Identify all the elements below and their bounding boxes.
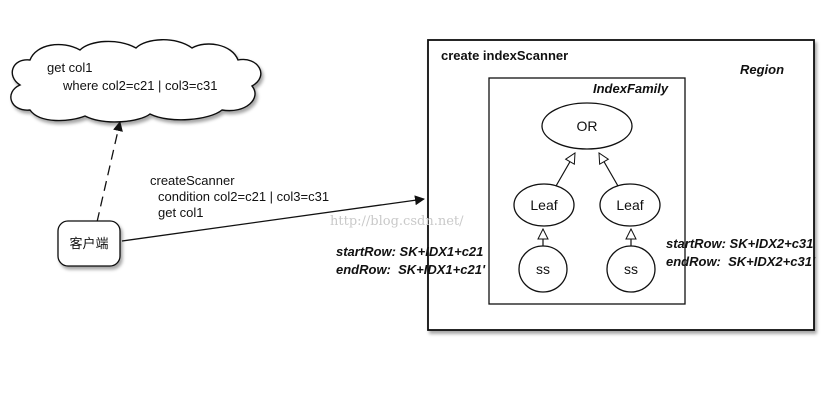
arrow-to-region [121, 195, 425, 242]
query-cloud: get col1 where col2=c21 | col3=c31 [10, 39, 262, 123]
edge-leaf-left-to-or [555, 153, 575, 187]
scanner-line-1: createScanner [150, 173, 235, 188]
right-range-labels: startRow: SK+IDX2+c31 endRow: SK+IDX2+c3… [666, 236, 816, 269]
left-range-labels: startRow: SK+IDX1+c21 endRow: SK+IDX1+c2… [336, 244, 486, 277]
or-node: OR [541, 102, 633, 150]
leaf-node-right: Leaf [599, 183, 661, 227]
client-node: 客户端 [57, 220, 121, 267]
or-label: OR [577, 118, 598, 134]
ss-left-label: ss [536, 261, 550, 277]
left-start-row: startRow: SK+IDX1+c21 [336, 244, 483, 259]
cloud-line-1: get col1 [47, 60, 93, 75]
edge-leaf-right-to-or [599, 153, 619, 187]
scanner-line-2: condition col2=c21 | col3=c31 [158, 189, 329, 204]
cloud-line-2: where col2=c21 | col3=c31 [62, 78, 217, 93]
right-end-row: endRow: SK+IDX2+c31' [666, 254, 816, 269]
right-start-row: startRow: SK+IDX2+c31 [666, 236, 813, 251]
client-label: 客户端 [69, 236, 108, 251]
leaf-right-label: Leaf [616, 197, 643, 213]
leaf-left-label: Leaf [530, 197, 557, 213]
ss-right-label: ss [624, 261, 638, 277]
region-title: create indexScanner [441, 48, 568, 63]
scanner-line-3: get col1 [158, 205, 204, 220]
dashed-arrow-to-cloud [96, 121, 123, 223]
left-end-row: endRow: SK+IDX1+c21' [336, 262, 486, 277]
leaf-node-left: Leaf [513, 183, 575, 227]
index-family-label: IndexFamily [593, 81, 669, 96]
ss-node-right: ss [606, 245, 656, 293]
watermark: http://blog.csdn.net/ [330, 214, 464, 229]
region-label: Region [740, 62, 784, 77]
scanner-call-text: createScanner condition col2=c21 | col3=… [150, 173, 329, 220]
ss-node-left: ss [518, 245, 568, 293]
